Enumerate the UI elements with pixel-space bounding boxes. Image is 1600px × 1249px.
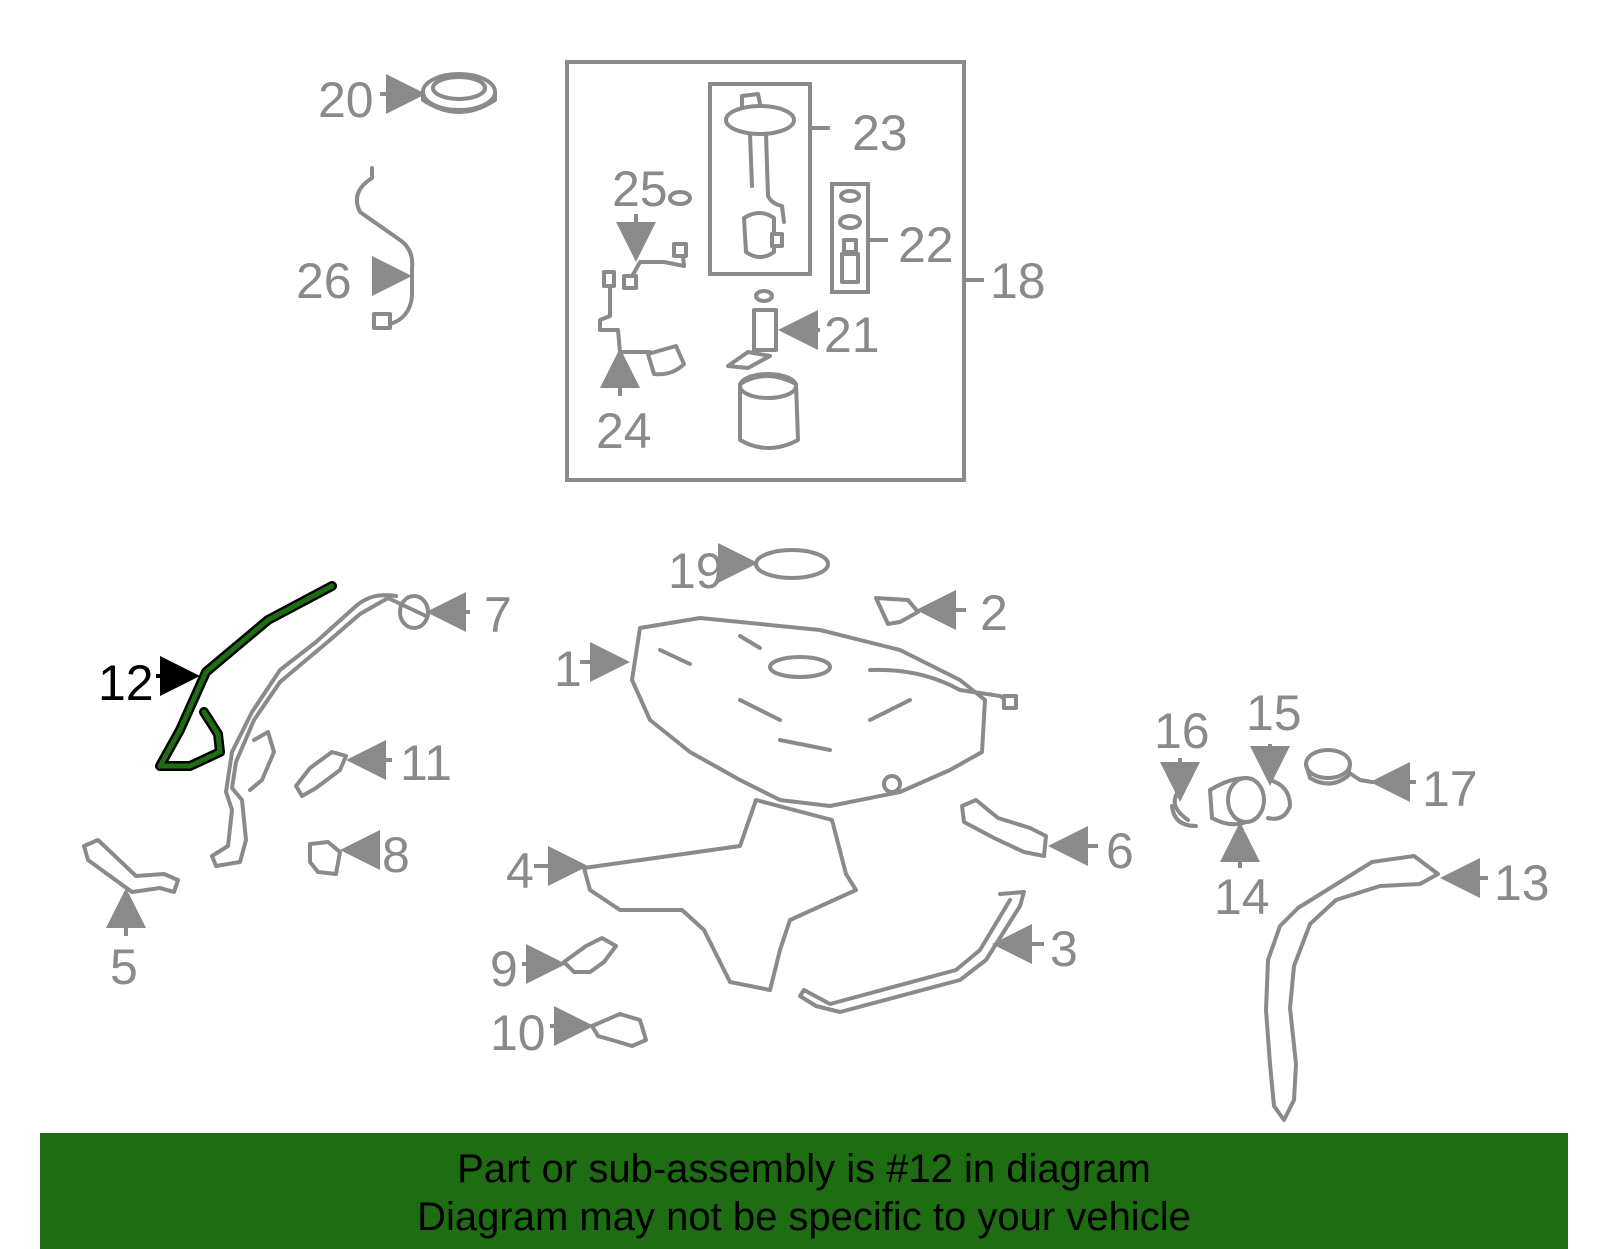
callout-25[interactable]: 25 bbox=[612, 161, 668, 217]
filter-kit-box bbox=[830, 182, 870, 294]
callout-20[interactable]: 20 bbox=[318, 72, 374, 128]
part-8-clamp[interactable] bbox=[308, 840, 342, 876]
info-banner: Part or sub-assembly is #12 in diagram D… bbox=[40, 1133, 1568, 1249]
pump-assembly-box bbox=[565, 60, 966, 482]
callout-10[interactable]: 10 bbox=[490, 1005, 546, 1061]
callout-21[interactable]: 21 bbox=[824, 307, 880, 363]
part-2-bracket[interactable] bbox=[874, 596, 920, 626]
part-21-filter[interactable] bbox=[726, 289, 800, 450]
callout-14[interactable]: 14 bbox=[1214, 869, 1270, 925]
part-9-bracket[interactable] bbox=[562, 936, 618, 974]
parts-diagram: 20 26 23 22 18 21 25 bbox=[82, 60, 1550, 1122]
callout-5[interactable]: 5 bbox=[110, 939, 138, 995]
banner-line-2: Diagram may not be specific to your vehi… bbox=[417, 1195, 1191, 1239]
part-26-harness[interactable] bbox=[355, 166, 415, 326]
callout-4[interactable]: 4 bbox=[506, 843, 534, 899]
part-13-fender-liner[interactable] bbox=[1264, 854, 1440, 1122]
part-11-clamp[interactable] bbox=[294, 750, 348, 798]
callout-2[interactable]: 2 bbox=[980, 585, 1008, 641]
part-3-strap[interactable] bbox=[798, 890, 1026, 1014]
callout-7[interactable]: 7 bbox=[484, 587, 512, 643]
callout-8[interactable]: 8 bbox=[382, 827, 410, 883]
pump-module-box bbox=[708, 82, 812, 276]
callout-1[interactable]: 1 bbox=[554, 641, 582, 697]
part-23-pump-module[interactable] bbox=[724, 92, 796, 259]
callout-19[interactable]: 19 bbox=[668, 543, 724, 599]
part-1-fuel-tank[interactable] bbox=[630, 616, 1018, 808]
callout-23[interactable]: 23 bbox=[852, 105, 908, 161]
callout-13[interactable]: 13 bbox=[1494, 855, 1550, 911]
callout-22[interactable]: 22 bbox=[898, 217, 954, 273]
callout-6[interactable]: 6 bbox=[1106, 823, 1134, 879]
banner-line-1: Part or sub-assembly is #12 in diagram bbox=[457, 1147, 1151, 1191]
callout-24[interactable]: 24 bbox=[596, 403, 652, 459]
callout-12[interactable]: 12 bbox=[98, 655, 154, 711]
part-20-seal[interactable] bbox=[421, 72, 497, 114]
part-25-harness[interactable] bbox=[622, 190, 692, 290]
part-17-fuel-cap[interactable] bbox=[1304, 748, 1374, 786]
callout-11[interactable]: 11 bbox=[400, 735, 452, 791]
part-15-clamp[interactable] bbox=[1266, 778, 1292, 821]
part-6-hose[interactable] bbox=[960, 798, 1048, 858]
callout-16[interactable]: 16 bbox=[1154, 703, 1210, 759]
part-19-gasket[interactable] bbox=[754, 548, 830, 580]
part-10-bracket[interactable] bbox=[590, 1012, 648, 1048]
callout-15[interactable]: 15 bbox=[1246, 685, 1302, 741]
part-22-filter-kit[interactable] bbox=[838, 189, 862, 284]
part-16-clip[interactable] bbox=[1170, 790, 1198, 828]
part-24-sender-gauge[interactable] bbox=[598, 270, 686, 377]
callout-26[interactable]: 26 bbox=[296, 253, 352, 309]
part-5-hose[interactable] bbox=[82, 838, 180, 894]
callout-18[interactable]: 18 bbox=[990, 253, 1046, 309]
callout-3[interactable]: 3 bbox=[1050, 921, 1078, 977]
callout-9[interactable]: 9 bbox=[490, 941, 518, 997]
callout-17[interactable]: 17 bbox=[1422, 761, 1478, 817]
part-4-protector[interactable] bbox=[582, 798, 858, 992]
part-14-inlet[interactable] bbox=[1208, 776, 1266, 827]
